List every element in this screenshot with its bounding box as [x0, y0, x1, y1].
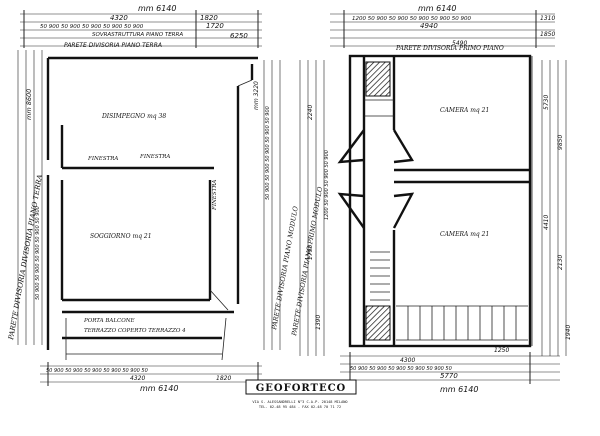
left-top-dim-b: 1820 — [200, 14, 218, 22]
right-right-dim-c: 4410 — [543, 215, 550, 230]
right-bottom-dimensions: 4300 1250 50 900 50 900 50 900 50 900 50… — [340, 347, 560, 394]
right-top-dim-d: 1850 — [540, 31, 555, 38]
right-left-dim-b: 1790 — [307, 245, 314, 260]
company-stamp: GEOFORTECO — [256, 383, 347, 394]
right-bottom-dim-total: mm 6140 — [440, 385, 479, 394]
left-top-dim-c: 6250 — [230, 32, 248, 40]
left-side-dim: mm 8600 — [25, 89, 33, 120]
right-left-dim-a: 2240 — [307, 105, 314, 120]
right-right-dim-e: 9850 — [557, 135, 564, 150]
left-right-chain: 50 900 50 900 50 900 50 900 50 900 — [265, 106, 271, 200]
right-left-dim-c: 1390 — [315, 315, 322, 330]
left-top-label-2: SOVRASTRUTTURA PIANO TERRA — [92, 32, 183, 38]
left-window-label-right: FINESTRA — [212, 180, 218, 211]
left-corridor-label-right: FINESTRA — [139, 154, 170, 160]
right-top-label: PARETE DIVISORIA PRIMO PIANO — [395, 45, 504, 52]
left-top-chain: 50 900 50 900 50 900 50 900 50 900 — [40, 24, 144, 30]
right-left-chain: 1200 50 900 50 900 50 900 — [324, 150, 330, 220]
right-right-dim-d: 1940 — [565, 325, 572, 340]
left-top-dimensions: mm 6140 4320 1820 50 900 50 900 50 900 5… — [20, 4, 262, 49]
right-right-dim-b: 2130 — [557, 255, 564, 270]
right-top-chain: 1200 50 900 50 900 50 900 50 900 50 900 — [352, 16, 471, 22]
left-bottom-label: PORTA BALCONE — [83, 318, 135, 324]
left-top-label: PARETE DIVISORIA PIANO TERRA — [64, 42, 162, 49]
title-block: GEOFORTECO VIA S. ALESSANDRELLI N°3 C.A.… — [245, 379, 357, 409]
right-room-label-top: CAMERA mq 21 — [440, 107, 489, 114]
company-phone: TEL. 02-48 95 484 - FAX 02-48 70 71 72 — [259, 405, 341, 409]
left-room-label-main: SOGGIORNO mq 21 — [90, 233, 152, 240]
left-room-label-top: DISIMPEGNO mq 38 — [101, 113, 166, 120]
left-top-dim-total: mm 6140 — [138, 4, 177, 13]
right-right-dim-a: 5730 — [543, 95, 550, 110]
right-bottom-chain: 50 900 50 900 50 900 50 900 50 900 50 — [350, 366, 452, 372]
left-plan-walls — [46, 56, 258, 361]
right-plan-stairs — [365, 61, 528, 341]
left-bottom-chain: 50 900 50 900 50 900 50 900 50 900 50 — [46, 368, 148, 374]
left-right-dim: mm 3220 — [253, 81, 260, 110]
left-bottom-dim-b: 1820 — [216, 375, 231, 382]
right-top-dim-c: 1310 — [540, 15, 555, 22]
left-bottom-dim-total: mm 6140 — [140, 384, 179, 393]
right-top-dim-b: 5490 — [452, 40, 467, 47]
left-top-dim-d: 1720 — [206, 22, 224, 30]
left-corridor-label-left: FINESTRA — [87, 156, 118, 162]
right-bottom-dim-b: 1250 — [494, 347, 509, 354]
right-room-label-bottom: CAMERA mq 21 — [440, 231, 489, 238]
left-bottom-label-2: TERRAZZO COPERTO TERRAZZO 4 — [84, 328, 186, 334]
right-top-dimensions: mm 6140 1200 50 900 50 900 50 900 50 900… — [330, 4, 555, 52]
right-bottom-dim-c: 5770 — [440, 372, 458, 380]
left-bottom-dimensions: 50 900 50 900 50 900 50 900 50 900 50 43… — [40, 362, 262, 393]
right-top-dim-a: 4940 — [420, 22, 438, 30]
right-bottom-dim-a: 4300 — [400, 357, 415, 364]
right-plan-walls — [337, 54, 533, 348]
left-bottom-dim-a: 4320 — [130, 375, 145, 382]
right-top-dim-total: mm 6140 — [418, 4, 457, 13]
left-top-dim-a: 4320 — [110, 14, 128, 22]
company-address: VIA S. ALESSANDRELLI N°3 C.A.P. 20148 MI… — [252, 400, 347, 404]
right-plan-right-strip: 5730 9850 4410 2130 1940 — [541, 60, 572, 356]
left-side-chain: 50 900 50 900 50 900 50 900 50 900 — [35, 206, 41, 300]
